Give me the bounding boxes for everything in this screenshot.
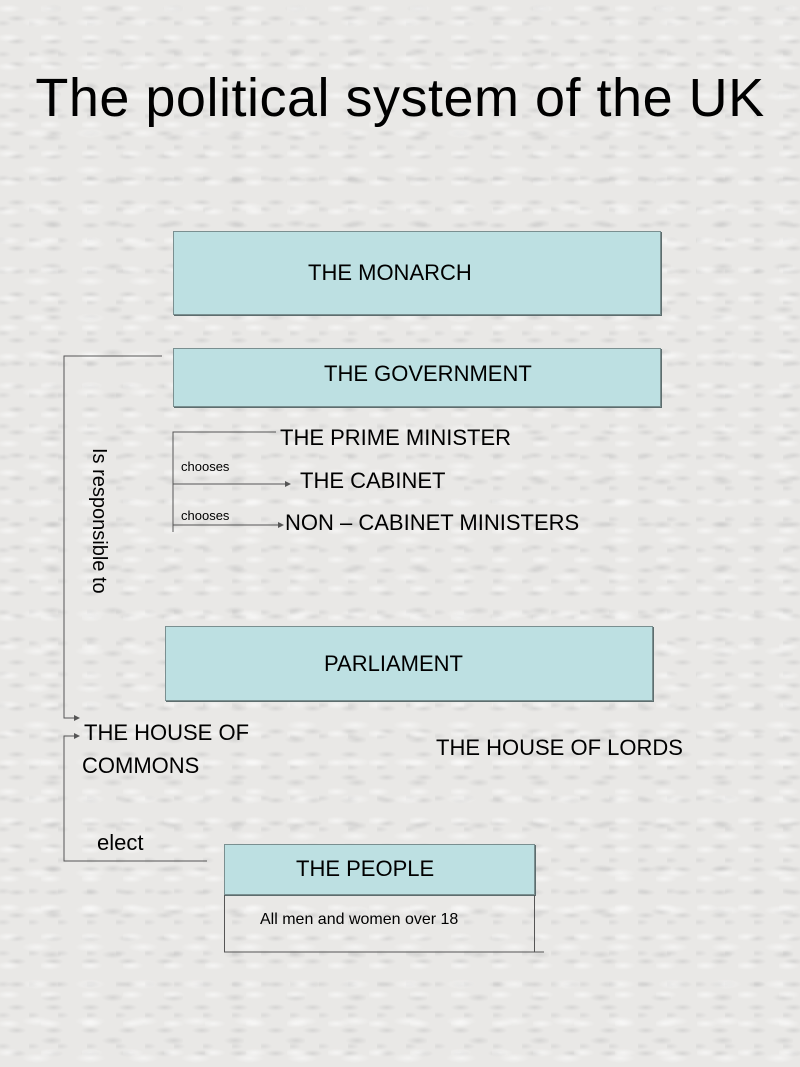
prime-minister-label: THE PRIME MINISTER (280, 425, 512, 450)
parliament-label: PARLIAMENT (324, 651, 463, 676)
people-box: THE PEOPLE (224, 844, 535, 895)
elect-line (63, 733, 207, 862)
responsible-line (63, 355, 162, 721)
commons-line1: THE HOUSE OF (84, 720, 250, 745)
lords-label: THE HOUSE OF LORDS (436, 735, 683, 760)
monarch-box: THE MONARCH (173, 231, 661, 315)
non-cabinet-label: NON – CABINET MINISTERS (285, 510, 580, 535)
prime-minister-bracket (172, 431, 276, 532)
people-note: All men and women over 18 (260, 911, 459, 928)
government-label: THE GOVERNMENT (324, 361, 532, 386)
chooses-cabinet-label: chooses (181, 459, 230, 474)
page-title: The political system of the UK (35, 68, 765, 128)
government-box: THE GOVERNMENT (173, 348, 661, 407)
people-label: THE PEOPLE (296, 856, 435, 881)
chooses-non-cabinet-label: chooses (181, 508, 230, 523)
monarch-label: THE MONARCH (308, 260, 472, 285)
cabinet-label: THE CABINET (300, 468, 446, 493)
parliament-box: PARLIAMENT (165, 626, 653, 701)
people-note-box: All men and women over 18 (224, 895, 535, 952)
responsible-label: Is responsible to (88, 448, 110, 594)
commons-line2: COMMONS (82, 753, 200, 778)
elect-label: elect (97, 830, 144, 855)
